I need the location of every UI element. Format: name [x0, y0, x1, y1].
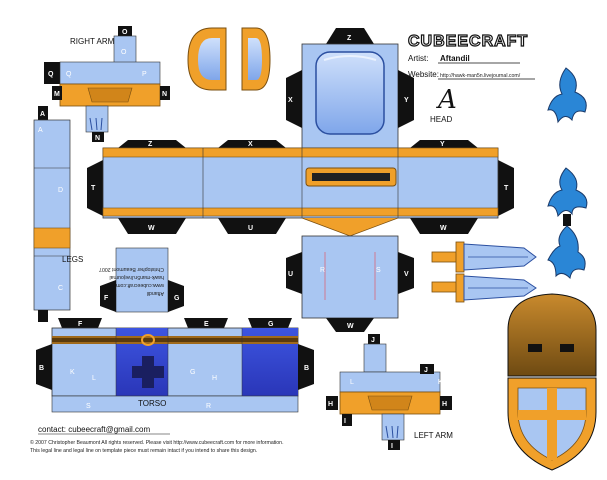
face-label-l: L [92, 375, 96, 382]
legs-net: A A D C LEGS [33, 106, 83, 322]
tab-label-m: M [54, 91, 60, 98]
brand-logo: CUBEECRAFT [408, 33, 528, 50]
tab-label-o: O [122, 29, 128, 36]
tab-head-top [326, 28, 374, 44]
contact-email: contact: cubeecraft@gmail.com [38, 425, 151, 434]
tab-label-b: B [39, 365, 44, 372]
tab-label-x: X [288, 97, 293, 104]
artist-label: Artist: [408, 54, 428, 63]
label-left-arm: LEFT ARM [414, 431, 453, 440]
torso-net: Aftandil www.cubeecraft.com hawk-man5n.l… [36, 247, 314, 413]
face-label-r: R [320, 267, 325, 274]
tab-label-b2: B [304, 365, 309, 372]
tab-label-n: N [162, 91, 167, 98]
tab-label-f: F [104, 295, 109, 302]
sword-pieces [431, 241, 537, 303]
face-label-s: S [376, 267, 381, 274]
torso-flap-text-3: hawk-man5n.livejournal [110, 274, 165, 280]
torso-flap-text-4: Christopher Beaumont 2007 [99, 266, 164, 272]
label-torso: TORSO [138, 399, 166, 408]
main-band: Z X Y T T W U W [87, 140, 514, 237]
tab-label-h2: H [442, 401, 447, 408]
label-right-arm: RIGHT ARM [70, 37, 115, 46]
visor-glass [315, 51, 385, 135]
tab-label-f2: F [78, 321, 83, 328]
tab-label-y: Y [404, 97, 409, 104]
artist-signature: A [436, 85, 457, 115]
tab-label-j2: J [424, 367, 428, 374]
tab-label-g: G [174, 295, 180, 302]
tab-label-w2: W [440, 225, 447, 232]
tab-label-u2: U [288, 271, 293, 278]
tab-label-k: K [438, 379, 443, 386]
copyright-line-2: This legal line and legal line on templa… [30, 448, 257, 454]
tab-label-y2: Y [440, 141, 445, 148]
torso-flap-text-2: www.cubeecraft.com [116, 282, 164, 288]
label-head: HEAD [430, 115, 452, 124]
tab-label-g2: G [268, 321, 274, 328]
goggles-pieces [187, 27, 271, 91]
label-legs: LEGS [62, 255, 83, 264]
tab-label-t: T [91, 185, 96, 192]
face-label-a: A [38, 127, 43, 134]
tab-label-i: I [344, 418, 346, 425]
shield-piece [507, 293, 597, 471]
copyright-line-1: © 2007 Christopher Beaumont All rights r… [30, 439, 284, 446]
tab-label-z2: Z [148, 141, 153, 148]
tab-label-x2: X [248, 141, 253, 148]
face-label-h: H [212, 375, 217, 382]
face-label-d: D [58, 187, 63, 194]
tab-label-q: Q [48, 71, 54, 78]
website-value: http://hawk-man5n.livejournal.com/ [440, 73, 521, 79]
head-net: Z X Y HEAD [286, 28, 452, 149]
tab-label-a: A [40, 111, 45, 118]
head-bottom: R S U V W [286, 235, 414, 332]
tab-label-n2: N [95, 135, 100, 142]
torso-flap-text-1: Aftandil [147, 290, 164, 296]
tab-label-t2: T [504, 185, 509, 192]
tab-label-v: V [404, 271, 409, 278]
tab-label-w: W [148, 225, 155, 232]
face-label-o: O [121, 49, 127, 56]
face-label-c: C [58, 285, 63, 292]
right-arm-net: RIGHT ARM O O Q Q P M N N [44, 26, 170, 142]
face-label-s2: S [86, 403, 91, 410]
tab-label-z: Z [347, 35, 352, 42]
tab-label-h: H [328, 401, 333, 408]
plume-pieces [547, 67, 588, 280]
tab-head-left [286, 70, 302, 128]
tab-label-u: U [248, 225, 253, 232]
tab-head-right [398, 70, 414, 128]
face-label-p: P [142, 71, 147, 78]
tab-label-i2: I [391, 443, 393, 450]
face-label-g: G [190, 369, 195, 376]
face-label-q: Q [66, 71, 72, 78]
website-label: Website: [408, 70, 439, 79]
footer: contact: cubeecraft@gmail.com © 2007 Chr… [30, 425, 284, 454]
face-label-r2: R [206, 403, 211, 410]
brand-block: CUBEECRAFT Artist: Aftandil Website: htt… [407, 32, 535, 115]
tab-label-j: J [371, 337, 375, 344]
artist-value: Aftandil [440, 54, 470, 63]
left-arm-net: J J L K H H I I LEFT ARM [326, 334, 453, 450]
tab-label-w3: W [347, 323, 354, 330]
face-label-l2: L [350, 379, 354, 386]
tab-label-e: E [204, 321, 209, 328]
face-label-k: K [70, 369, 75, 376]
